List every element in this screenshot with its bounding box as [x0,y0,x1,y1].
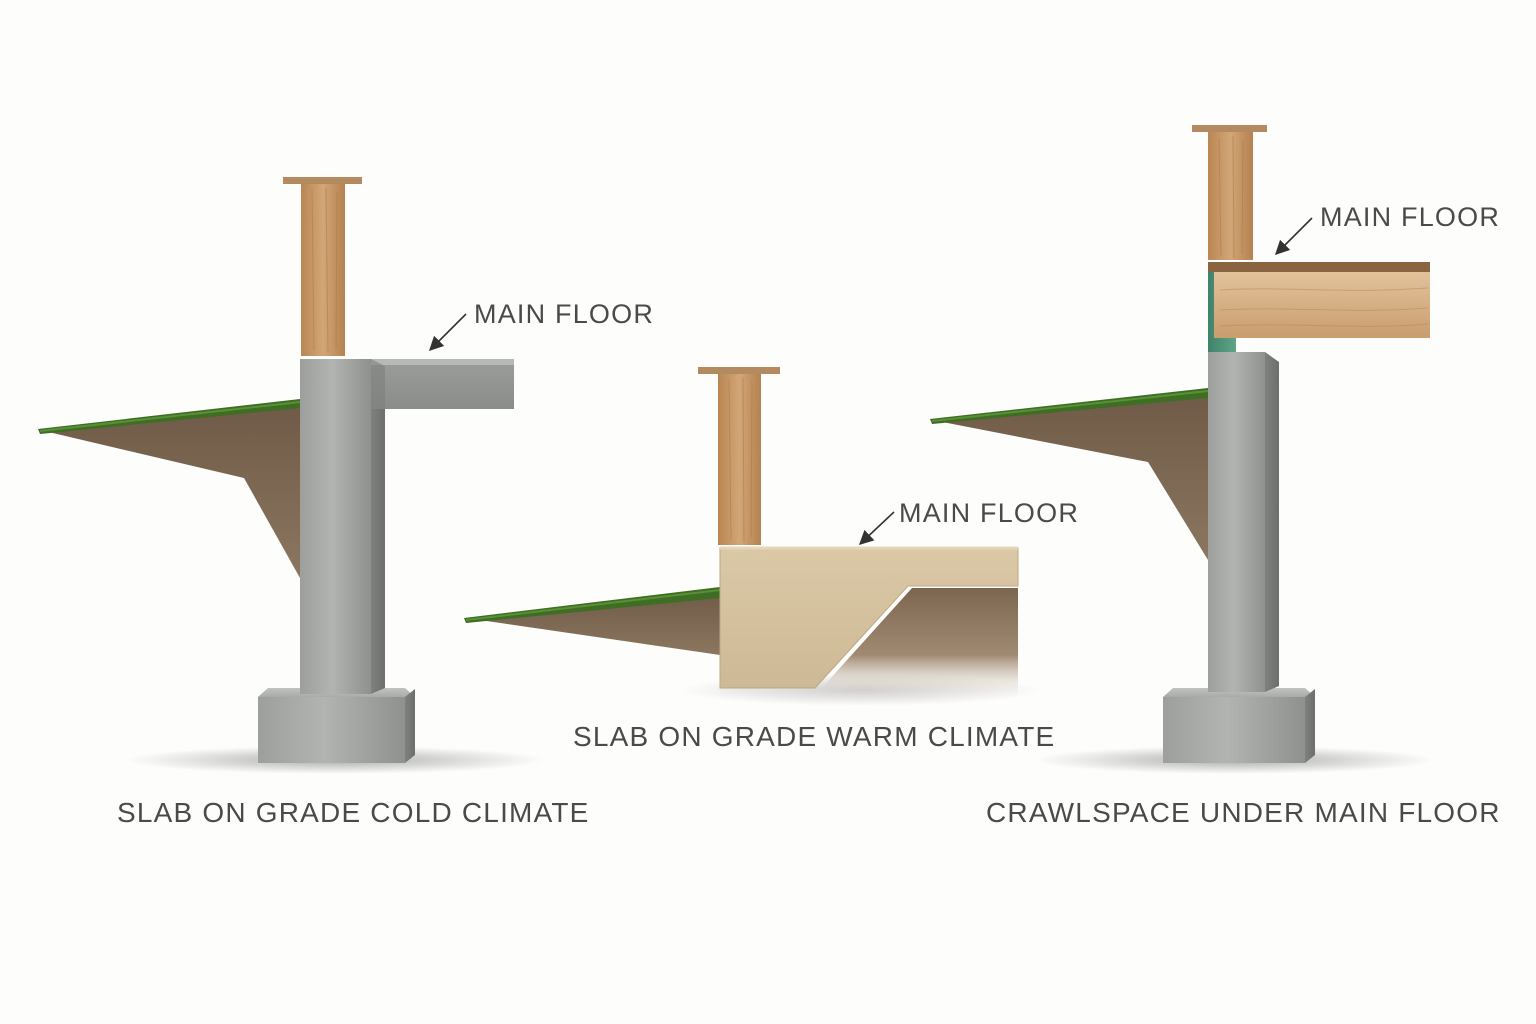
soil-wedge [40,402,300,578]
main-floor-arrow [1274,217,1313,256]
panel-slab-warm [464,367,1040,706]
panel-slab-cold [38,177,545,774]
main-floor-arrow [858,511,895,545]
wood-floor-joist [1208,262,1430,338]
concrete-footing [1163,688,1315,763]
soil-under-slab [720,588,1018,700]
caption-slab-cold: SLAB ON GRADE COLD CLIMATE [117,797,590,828]
soil-wedge [932,392,1208,560]
callout-main-floor-crawlspace: MAIN FLOOR [1320,202,1501,232]
wood-wall-stud [698,367,780,545]
wood-wall-stud [283,177,362,356]
concrete-stem-wall [300,359,385,694]
concrete-floor-slab [371,359,514,409]
wood-wall-stud [1192,125,1267,260]
main-floor-arrow [428,313,467,352]
soil-wedge [466,590,720,655]
concrete-footing [258,688,415,763]
concrete-stem-wall [1208,352,1279,692]
caption-slab-warm: SLAB ON GRADE WARM CLIMATE [573,721,1056,752]
caption-crawlspace: CRAWLSPACE UNDER MAIN FLOOR [986,797,1501,828]
callout-main-floor-warm: MAIN FLOOR [899,498,1080,528]
callout-main-floor-cold: MAIN FLOOR [474,299,655,329]
panel-crawlspace [930,125,1435,774]
